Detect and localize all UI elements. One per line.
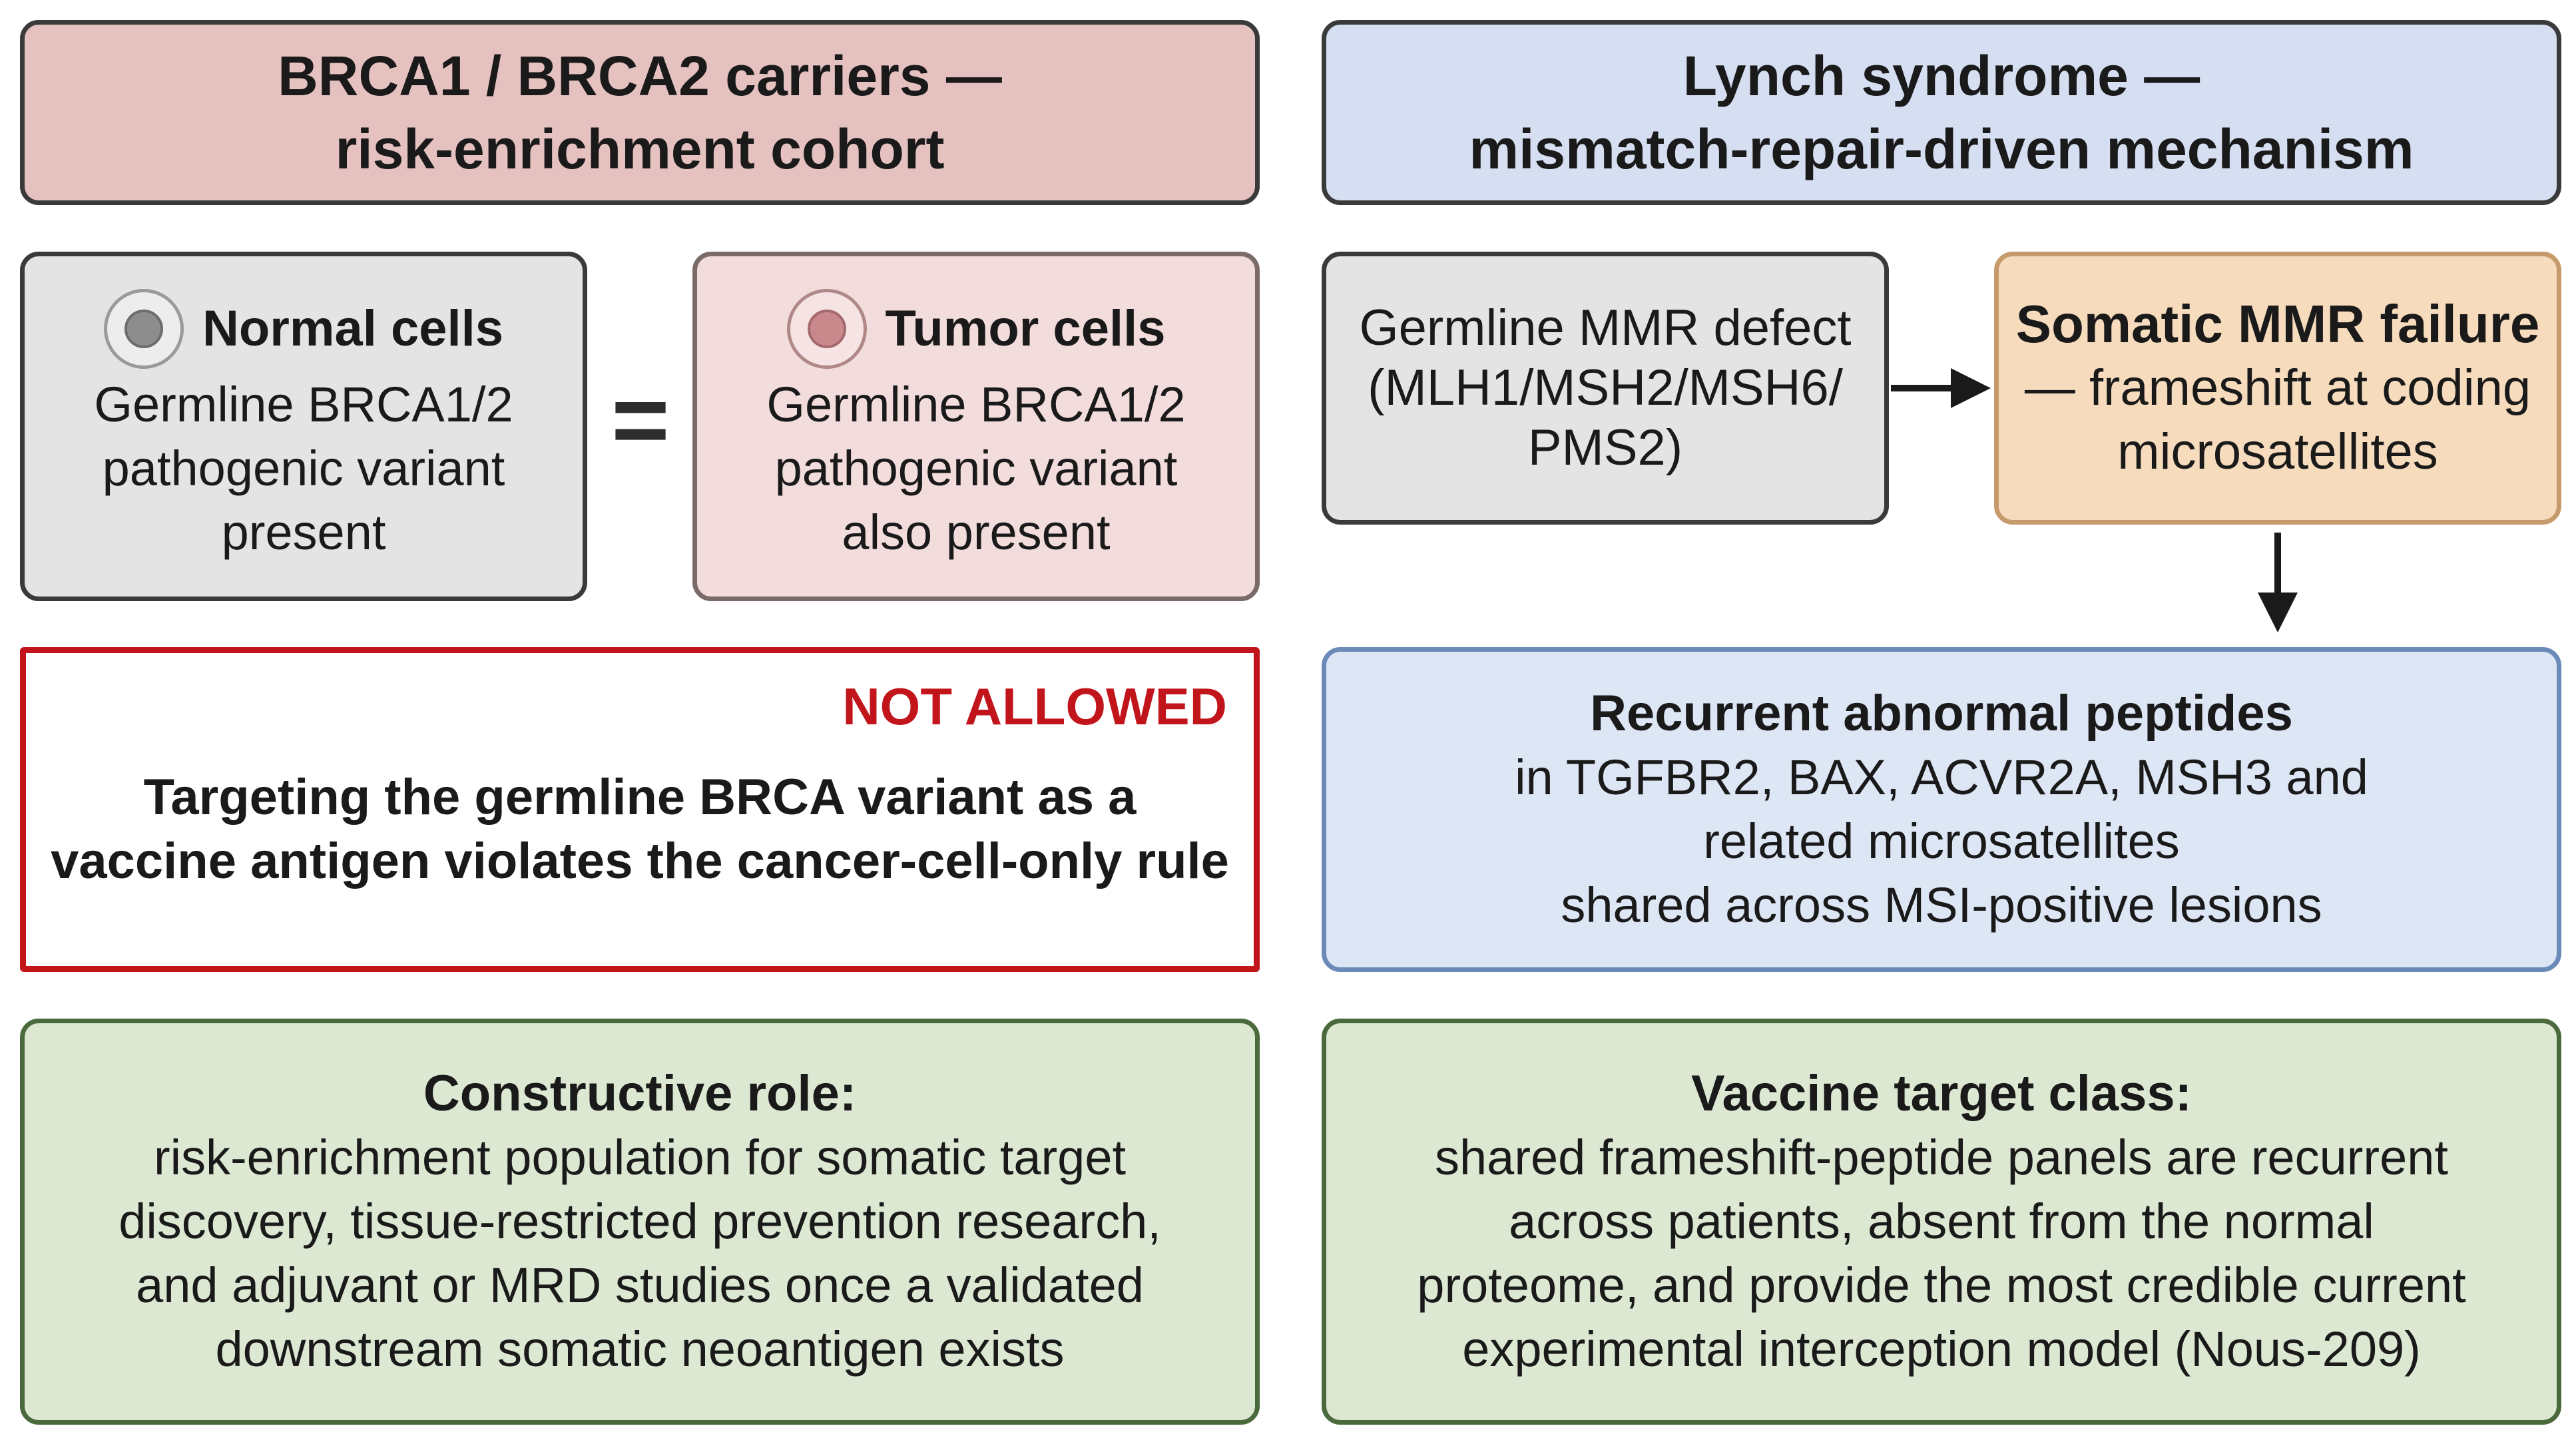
lynch-header-line2: mismatch-repair-driven mechanism: [1469, 118, 2414, 180]
vaccine-target-title: Vaccine target class:: [1691, 1065, 2192, 1122]
constructive-role-line: risk-enrichment population for somatic t…: [153, 1130, 1127, 1185]
tumor-cells-line: pathogenic variant: [774, 440, 1178, 496]
vaccine-target-line: proteome, and provide the most credible …: [1417, 1258, 2466, 1313]
tumor-cells-box: Tumor cells Germline BRCA1/2 pathogenic …: [692, 252, 1260, 601]
tumor-cells-title-row: Tumor cells: [786, 288, 1166, 369]
not-allowed-line: vaccine antigen violates the cancer-cell…: [51, 833, 1229, 889]
arrow-down-icon: [2258, 533, 2298, 632]
not-allowed-line: Targeting the germline BRCA variant as a: [143, 769, 1137, 826]
peptides-line: in TGFBR2, BAX, ACVR2A, MSH3 and: [1515, 750, 2368, 805]
constructive-role-line: discovery, tissue-restricted prevention …: [119, 1194, 1161, 1249]
not-allowed-label: NOT ALLOWED: [842, 677, 1227, 736]
constructive-role-line: and adjuvant or MRD studies once a valid…: [136, 1258, 1144, 1313]
equals-sign: =: [611, 363, 670, 475]
vaccine-target-line: shared frameshift-peptide panels are rec…: [1435, 1130, 2448, 1185]
cell-nucleus: [125, 309, 163, 348]
germline-mmr-line: PMS2): [1527, 419, 1683, 476]
peptides-title: Recurrent abnormal peptides: [1590, 685, 2293, 742]
vaccine-target-line: across patients, absent from the normal: [1509, 1194, 2374, 1249]
constructive-role-line: downstream somatic neoantigen exists: [215, 1322, 1065, 1377]
somatic-mmr-title: Somatic MMR failure: [2015, 294, 2540, 354]
brca-header-line1: BRCA1 / BRCA2 carriers —: [278, 45, 1002, 107]
vaccine-target-line: experimental interception model (Nous-20…: [1462, 1322, 2421, 1377]
normal-cells-box: Normal cells Germline BRCA1/2 pathogenic…: [20, 252, 587, 601]
normal-cells-title: Normal cells: [202, 300, 503, 357]
not-allowed-box: NOT ALLOWED Targeting the germline BRCA …: [20, 647, 1260, 972]
lynch-header: Lynch syndrome — mismatch-repair-driven …: [1322, 20, 2561, 205]
somatic-mmr-line: — frameshift at coding: [2024, 360, 2531, 416]
cell-icon: [104, 288, 184, 369]
peptides-line: shared across MSI-positive lesions: [1561, 877, 2322, 933]
normal-cells-line: pathogenic variant: [102, 440, 505, 496]
germline-mmr-line: (MLH1/MSH2/MSH6/: [1368, 360, 1843, 416]
normal-cells-line: Germline BRCA1/2: [94, 376, 513, 432]
peptides-line: related microsatellites: [1703, 814, 2180, 869]
germline-mmr-defect-box: Germline MMR defect (MLH1/MSH2/MSH6/ PMS…: [1322, 252, 1889, 525]
tumor-cell-nucleus: [807, 309, 846, 348]
not-allowed-text: Targeting the germline BRCA variant as a…: [51, 766, 1229, 893]
normal-cells-line: present: [221, 504, 386, 560]
constructive-role-box: Constructive role: risk-enrichment popul…: [20, 1019, 1260, 1425]
tumor-cells-title: Tumor cells: [885, 300, 1166, 357]
lynch-header-line1: Lynch syndrome —: [1682, 45, 2200, 107]
normal-cells-title-row: Normal cells: [104, 288, 503, 369]
arrow-right-icon: [1891, 368, 1991, 408]
tumor-cells-line: also present: [842, 504, 1111, 560]
constructive-role-title: Constructive role:: [423, 1065, 857, 1122]
tumor-cell-icon: [786, 288, 867, 369]
tumor-cells-line: Germline BRCA1/2: [766, 376, 1186, 432]
brca-header-line2: risk-enrichment cohort: [335, 118, 945, 180]
brca-header: BRCA1 / BRCA2 carriers — risk-enrichment…: [20, 20, 1260, 205]
recurrent-peptides-box: Recurrent abnormal peptides in TGFBR2, B…: [1322, 647, 2561, 972]
germline-mmr-line: Germline MMR defect: [1359, 300, 1852, 356]
somatic-mmr-failure-box: Somatic MMR failure — frameshift at codi…: [1994, 252, 2561, 525]
somatic-mmr-line: microsatellites: [2117, 423, 2438, 480]
vaccine-target-class-box: Vaccine target class: shared frameshift-…: [1322, 1019, 2561, 1425]
